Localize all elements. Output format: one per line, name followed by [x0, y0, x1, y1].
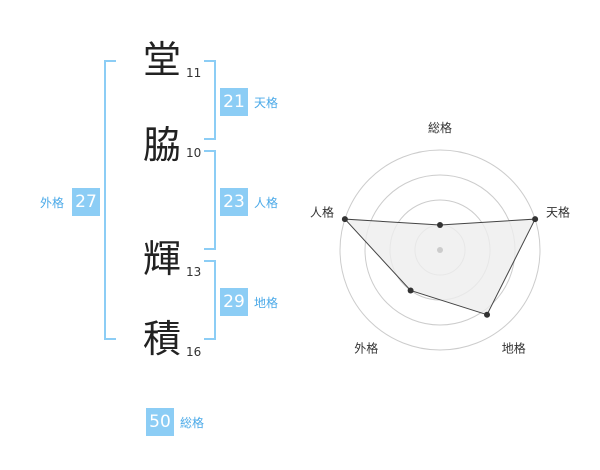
chikaku-label: 地格: [254, 296, 279, 310]
radar-ring-4: [339, 149, 541, 351]
radar-point-3: [484, 311, 491, 318]
stroke-count-4: 16: [186, 345, 202, 359]
gaikaku-label: 外格: [40, 196, 65, 210]
stroke-count-3: 13: [186, 265, 202, 279]
name-char-4: 積: [142, 317, 181, 361]
soukaku-badge: 50: [146, 408, 174, 436]
radar-axis-label-1: 総格: [428, 120, 452, 135]
radar-point-4: [407, 287, 414, 294]
tenkaku-bracket: [204, 60, 216, 140]
radar-center: [437, 247, 443, 253]
radar-axis-label-5: 人格: [310, 204, 334, 219]
radar-axis-label-2: 天格: [546, 204, 570, 219]
jinkaku-label: 人格: [254, 196, 279, 210]
tenkaku-badge: 21: [220, 88, 248, 116]
gaikaku-bracket: [104, 60, 116, 340]
radar-area: [343, 218, 536, 316]
gaikaku-badge: 27: [72, 188, 100, 216]
tenkaku-label: 天格: [254, 96, 279, 110]
radar-axis-label-4: 外格: [354, 341, 378, 356]
chikaku-bracket: [204, 260, 216, 340]
name-char-1: 堂: [142, 38, 181, 82]
radar-points: [341, 216, 539, 318]
radar-axis-label-3: 地格: [502, 341, 526, 356]
name-char-3: 輝: [142, 237, 181, 281]
stroke-count-1: 11: [186, 66, 202, 80]
chikaku-badge: 29: [220, 288, 248, 316]
soukaku-label: 総格: [180, 416, 205, 430]
jinkaku-bracket: [204, 150, 216, 250]
name-char-2: 脇: [142, 123, 181, 167]
radar-point-1: [437, 222, 443, 228]
radar-point-2: [532, 216, 539, 223]
jinkaku-badge: 23: [220, 188, 248, 216]
stroke-count-2: 10: [186, 146, 202, 160]
radar-point-5: [341, 216, 348, 223]
